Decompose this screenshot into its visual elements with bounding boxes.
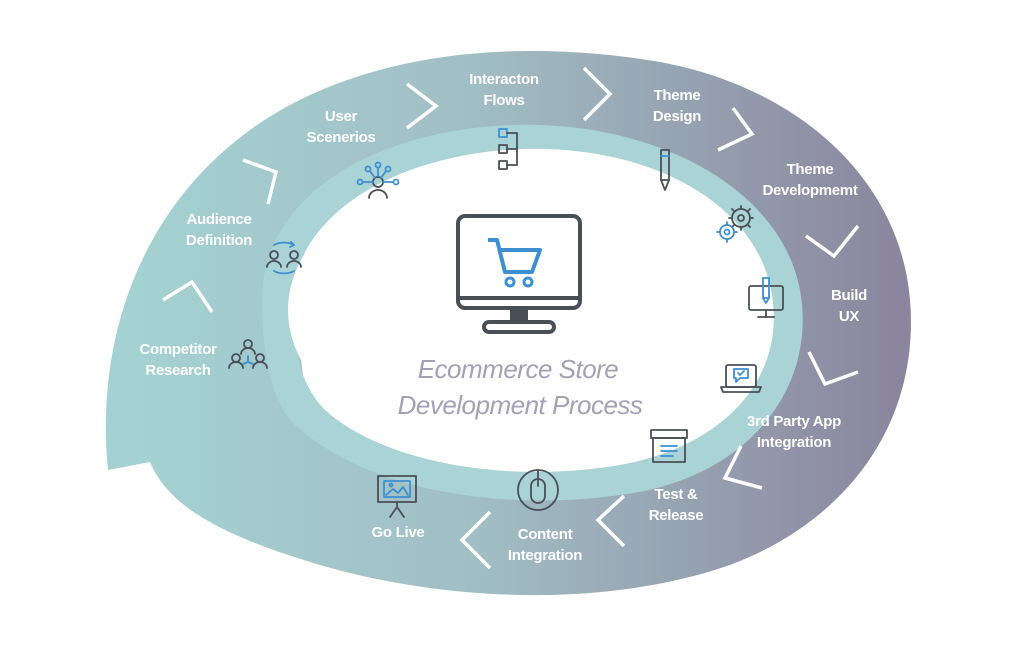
chevron-9 xyxy=(595,494,626,548)
step-label-audience-definition-l1: Audience xyxy=(186,211,251,228)
step-label-interaction-flows-l1: Interacton xyxy=(469,71,539,88)
monitor-pen-icon xyxy=(748,277,784,318)
mouse-icon xyxy=(517,469,559,511)
step-label-3rd-party-integration-l2: Integration xyxy=(757,434,831,451)
laptop-chat-icon xyxy=(720,364,762,393)
step-label-competitor-research-l2: Research xyxy=(145,362,210,379)
chevron-2 xyxy=(242,158,279,205)
step-label-3rd-party-integration-l1: 3rd Party App xyxy=(747,413,841,430)
chevron-7 xyxy=(807,351,859,387)
flowchart-icon xyxy=(498,128,518,170)
chevron-5 xyxy=(717,106,755,152)
step-label-content-integration-l1: Content xyxy=(518,526,573,543)
pencil-icon xyxy=(660,149,670,191)
presentation-icon xyxy=(377,475,417,518)
step-label-theme-development-l2: Developmemt xyxy=(762,182,857,199)
step-label-user-scenerios-l1: User xyxy=(325,108,358,125)
chevron-10 xyxy=(459,510,492,570)
diagram-title-line2: Development Process xyxy=(398,390,643,420)
chevron-8 xyxy=(722,445,763,490)
step-label-build-ux-l2: UX xyxy=(839,308,860,325)
step-label-build-ux-l1: Build xyxy=(831,287,867,304)
step-label-theme-development-l1: Theme xyxy=(787,161,834,178)
diagram-title-line1: Ecommerce Store xyxy=(418,354,619,384)
step-label-audience-definition-l2: Definition xyxy=(186,232,252,249)
box-icon xyxy=(650,429,688,463)
chevron-4 xyxy=(582,66,613,122)
monitor-cart-icon xyxy=(456,214,582,334)
chevrons xyxy=(162,66,860,570)
step-label-content-integration-l2: Integration xyxy=(508,547,582,564)
chevron-6 xyxy=(804,224,860,259)
chevron-3 xyxy=(405,82,439,130)
step-label-test-release-l2: Release xyxy=(649,507,704,524)
user-network-icon xyxy=(356,161,400,199)
gears-icon xyxy=(716,205,754,243)
step-label-user-scenerios-l2: Scenerios xyxy=(306,129,375,146)
step-label-competitor-research-l1: Competitor xyxy=(140,341,217,358)
step-label-test-release-l1: Test & xyxy=(655,486,698,503)
people-cycle-icon xyxy=(266,241,302,275)
step-label-interaction-flows-l2: Flows xyxy=(483,92,524,109)
step-label-theme-design-l2: Design xyxy=(653,108,701,125)
chevron-1 xyxy=(162,279,214,313)
team-hierarchy-icon xyxy=(228,339,268,369)
step-label-go-live: Go Live xyxy=(372,524,425,541)
step-label-theme-design-l1: Theme xyxy=(654,87,701,104)
